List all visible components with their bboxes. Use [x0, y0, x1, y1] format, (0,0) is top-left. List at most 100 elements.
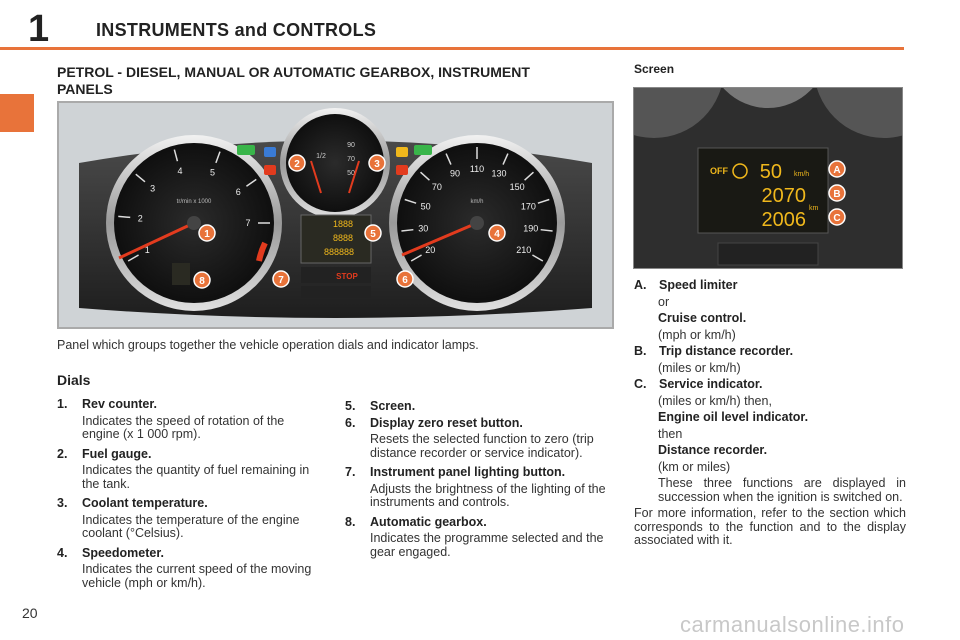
list-item: 6.Display zero reset button. Resets the … — [345, 415, 610, 461]
item-note: These three functions are displayed in s… — [658, 476, 906, 504]
item-text: (km or miles) — [658, 459, 731, 474]
rev-tick-label: 5 — [210, 167, 215, 177]
callout-badge — [272, 270, 290, 288]
callout-badge — [396, 270, 414, 288]
speed-limiter-icon — [732, 163, 748, 179]
item-title: Fuel gauge. — [82, 446, 152, 461]
item-text: (miles or km/h) then, — [658, 393, 772, 408]
callout-badge — [198, 224, 216, 242]
screen-service-value: 2006 — [762, 209, 807, 231]
rev-needle-hub — [187, 216, 201, 230]
rev-tick-label: 2 — [138, 213, 143, 223]
temp-needle — [348, 160, 360, 194]
chapter-title: INSTRUMENTS and CONTROLS — [96, 20, 377, 40]
speed-tick-label: 110 — [470, 164, 484, 174]
item-title: Instrument panel lighting button. — [370, 465, 566, 479]
item-number: 3. — [57, 496, 68, 510]
battery-lamp — [264, 165, 276, 175]
rev-tick — [127, 254, 139, 262]
item-label: B. — [634, 344, 647, 358]
speed-tick-label: 190 — [523, 224, 538, 234]
gear-indicator — [172, 263, 190, 285]
rev-counter-ticks: 1 2 3 4 5 6 7 — [118, 149, 270, 262]
watermark: carmanualsonline.info — [680, 612, 905, 637]
screen-callout-badge — [828, 184, 846, 202]
item-label: A. — [634, 278, 647, 292]
chapter-number: 1 — [28, 8, 50, 50]
fog-lamp — [396, 147, 408, 157]
speed-tick — [532, 254, 544, 262]
item-title: Coolant temperature. — [82, 496, 208, 510]
item-title: Cruise control. — [658, 311, 747, 325]
callout-badge — [368, 154, 386, 172]
item-label: C. — [634, 377, 647, 391]
rev-tick-label: 6 — [236, 187, 241, 197]
item-number: 7. — [345, 465, 356, 479]
item-description: Indicates the temperature of the engine … — [82, 512, 300, 540]
item-title: Service indicator. — [659, 377, 763, 391]
item-number: 2. — [57, 446, 68, 461]
rev-tick-label: 4 — [178, 166, 183, 176]
screen-items-list: A.Speed limiter or Cruise control. (mph … — [634, 278, 906, 548]
rev-unit-label: tr/min x 1000 — [177, 199, 212, 205]
fuel-needle — [310, 160, 322, 194]
item-title: Speed limiter — [659, 278, 738, 292]
list-item: 1.Rev counter. Indicates the speed of ro… — [57, 397, 317, 442]
display-top-digits: 1888 — [333, 219, 353, 229]
left-indicator-lamp — [237, 145, 255, 155]
instrument-panel-illustration: 1 2 3 4 5 6 7 tr/min x 1000 20 30 50 70 90 110 130 15… — [57, 101, 614, 329]
speed-unit-label: km/h — [470, 199, 483, 205]
item-title: Screen. — [370, 399, 416, 413]
temp-tick-label: 90 — [347, 142, 355, 149]
panel-caption: Panel which groups together the vehicle … — [57, 338, 479, 352]
centre-gauge-face — [286, 114, 384, 212]
speed-tick-label: 130 — [491, 169, 506, 179]
callout-label: 4 — [494, 229, 500, 240]
item-text: or — [658, 294, 670, 309]
item-number: 1. — [57, 397, 68, 411]
list-item: 8.Automatic gearbox. Indicates the progr… — [345, 515, 610, 560]
callout-label: 6 — [402, 275, 408, 286]
temp-tick-label: 50 — [347, 170, 355, 177]
item-text: (miles or km/h) — [658, 360, 741, 375]
screen-callouts: ABC — [828, 160, 846, 226]
more-info-text: For more information, refer to the secti… — [634, 506, 906, 547]
rev-tick — [173, 149, 179, 162]
screen-centre-dial-edge — [723, 88, 813, 108]
callout-label: 8 — [199, 276, 205, 287]
item-title: Display zero reset button. — [370, 415, 523, 430]
item-number: 6. — [345, 415, 356, 430]
screen-lower-panel — [717, 242, 819, 266]
speed-tick-label: 50 — [421, 201, 431, 211]
controls-list: 5.Screen. 6.Display zero reset button. R… — [345, 399, 610, 565]
rev-tick — [135, 173, 146, 183]
screen-callout-badge — [828, 208, 846, 226]
screen-callout-badge — [828, 160, 846, 178]
speed-tick-label: 150 — [510, 182, 525, 192]
item-title: Trip distance recorder. — [659, 344, 794, 358]
stop-lamp-label: STOP — [336, 272, 358, 281]
item-description: Indicates the speed of rotation of the e… — [82, 413, 285, 441]
screen-lcd — [697, 147, 829, 234]
item-description: Indicates the current speed of the movin… — [82, 562, 312, 590]
screen-callout-label: B — [833, 189, 840, 200]
rev-tick-label: 7 — [245, 218, 250, 228]
right-indicator-lamp — [414, 145, 432, 155]
callout-label: 1 — [204, 229, 210, 240]
screen-off-label: OFF — [710, 166, 728, 176]
chapter-tab — [0, 94, 34, 132]
list-item: 4.Speedometer. Indicates the current spe… — [57, 546, 317, 591]
rev-tick-label: 3 — [150, 183, 155, 193]
rev-tick — [215, 151, 221, 164]
callout-badge — [288, 154, 306, 172]
temp-tick-label: 70 — [347, 156, 355, 163]
screen-speed-value: 50 — [760, 161, 782, 183]
callout-label: 3 — [374, 159, 380, 170]
section-title: PETROL - DIESEL, MANUAL OR AUTOMATIC GEA… — [57, 64, 530, 97]
speed-tick-label: 30 — [418, 224, 428, 234]
screen-left-dial-edge — [634, 88, 722, 138]
speed-tick-label: 20 — [425, 245, 435, 255]
